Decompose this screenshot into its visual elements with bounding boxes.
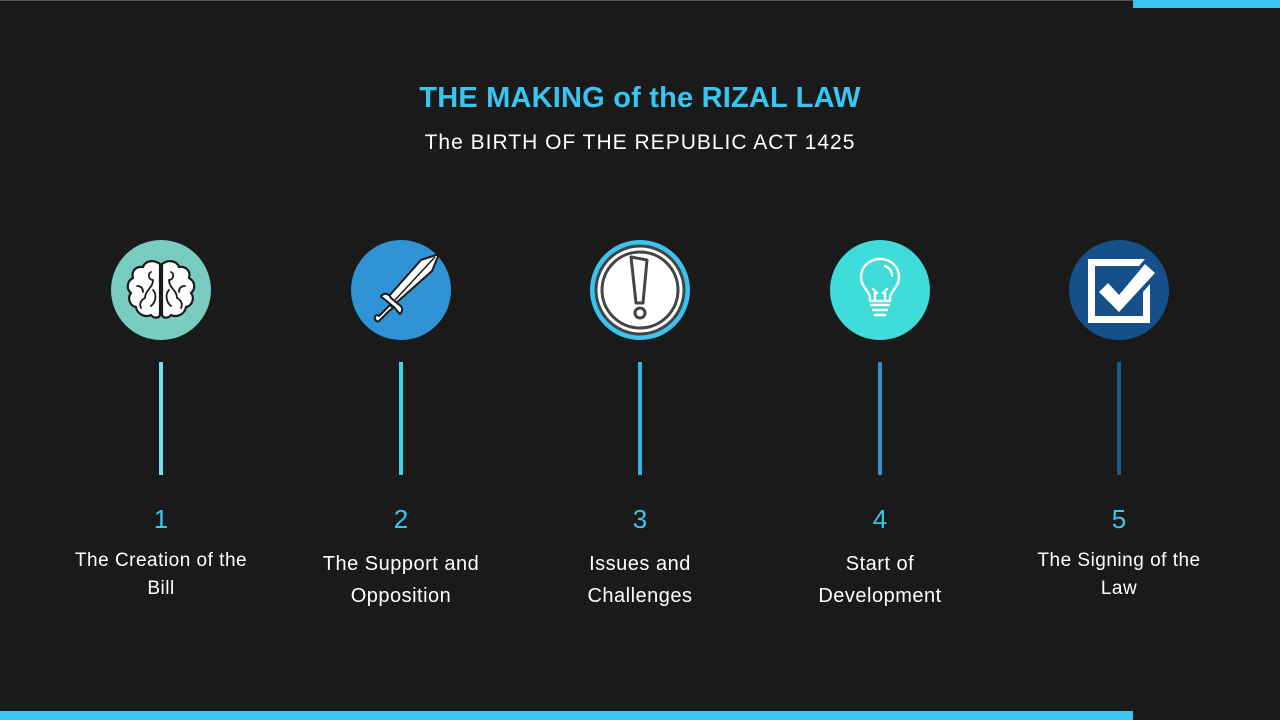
top-edge-line bbox=[0, 0, 1280, 1]
step-3-number: 3 bbox=[632, 504, 648, 534]
step-1-label: The Creation of the Bill bbox=[74, 550, 248, 599]
step-5-label: The Signing of the Law bbox=[1037, 550, 1201, 599]
timeline-step-2: 2 The Support and Opposition bbox=[281, 0, 521, 720]
step-4-icon-circle bbox=[830, 240, 930, 340]
timeline-step-3: 3 Issues and Challenges bbox=[520, 0, 760, 720]
step-4-connector-line bbox=[878, 362, 882, 475]
step-3-icon-circle bbox=[590, 240, 690, 340]
step-3-connector-line bbox=[638, 362, 642, 475]
step-4-number: 4 bbox=[872, 504, 888, 534]
step-2-number: 2 bbox=[393, 504, 409, 534]
checkbox-icon bbox=[1088, 259, 1155, 323]
page-title: THE MAKING of the RIZAL LAW bbox=[419, 82, 861, 114]
timeline-step-1: 1 The Creation of the Bill bbox=[41, 0, 281, 720]
step-5-icon-circle bbox=[1069, 240, 1169, 340]
step-2-icon-circle bbox=[351, 240, 451, 340]
timeline-step-5: 5 The Signing of the Law bbox=[999, 0, 1239, 720]
brain-icon bbox=[126, 260, 196, 319]
step-5-connector-line bbox=[1117, 362, 1121, 475]
exclamation-icon bbox=[594, 244, 686, 336]
timeline-step-4: 4 Start of Development bbox=[760, 0, 1000, 720]
step-4-label: Start of Development bbox=[818, 553, 942, 607]
page-subtitle: The BIRTH OF THE REPUBLIC ACT 1425 bbox=[424, 131, 856, 154]
sword-icon bbox=[373, 253, 440, 323]
accent-bar-bottom bbox=[0, 711, 1133, 720]
step-1-number: 1 bbox=[153, 504, 169, 534]
step-3-label: Issues and Challenges bbox=[587, 553, 693, 607]
step-1-icon-circle bbox=[111, 240, 211, 340]
step-1-connector-line bbox=[159, 362, 163, 475]
accent-bar-top bbox=[1133, 0, 1280, 8]
step-2-connector-line bbox=[399, 362, 403, 475]
step-5-number: 5 bbox=[1111, 504, 1127, 534]
step-2-label: The Support and Opposition bbox=[322, 553, 480, 607]
lightbulb-icon bbox=[859, 257, 901, 317]
